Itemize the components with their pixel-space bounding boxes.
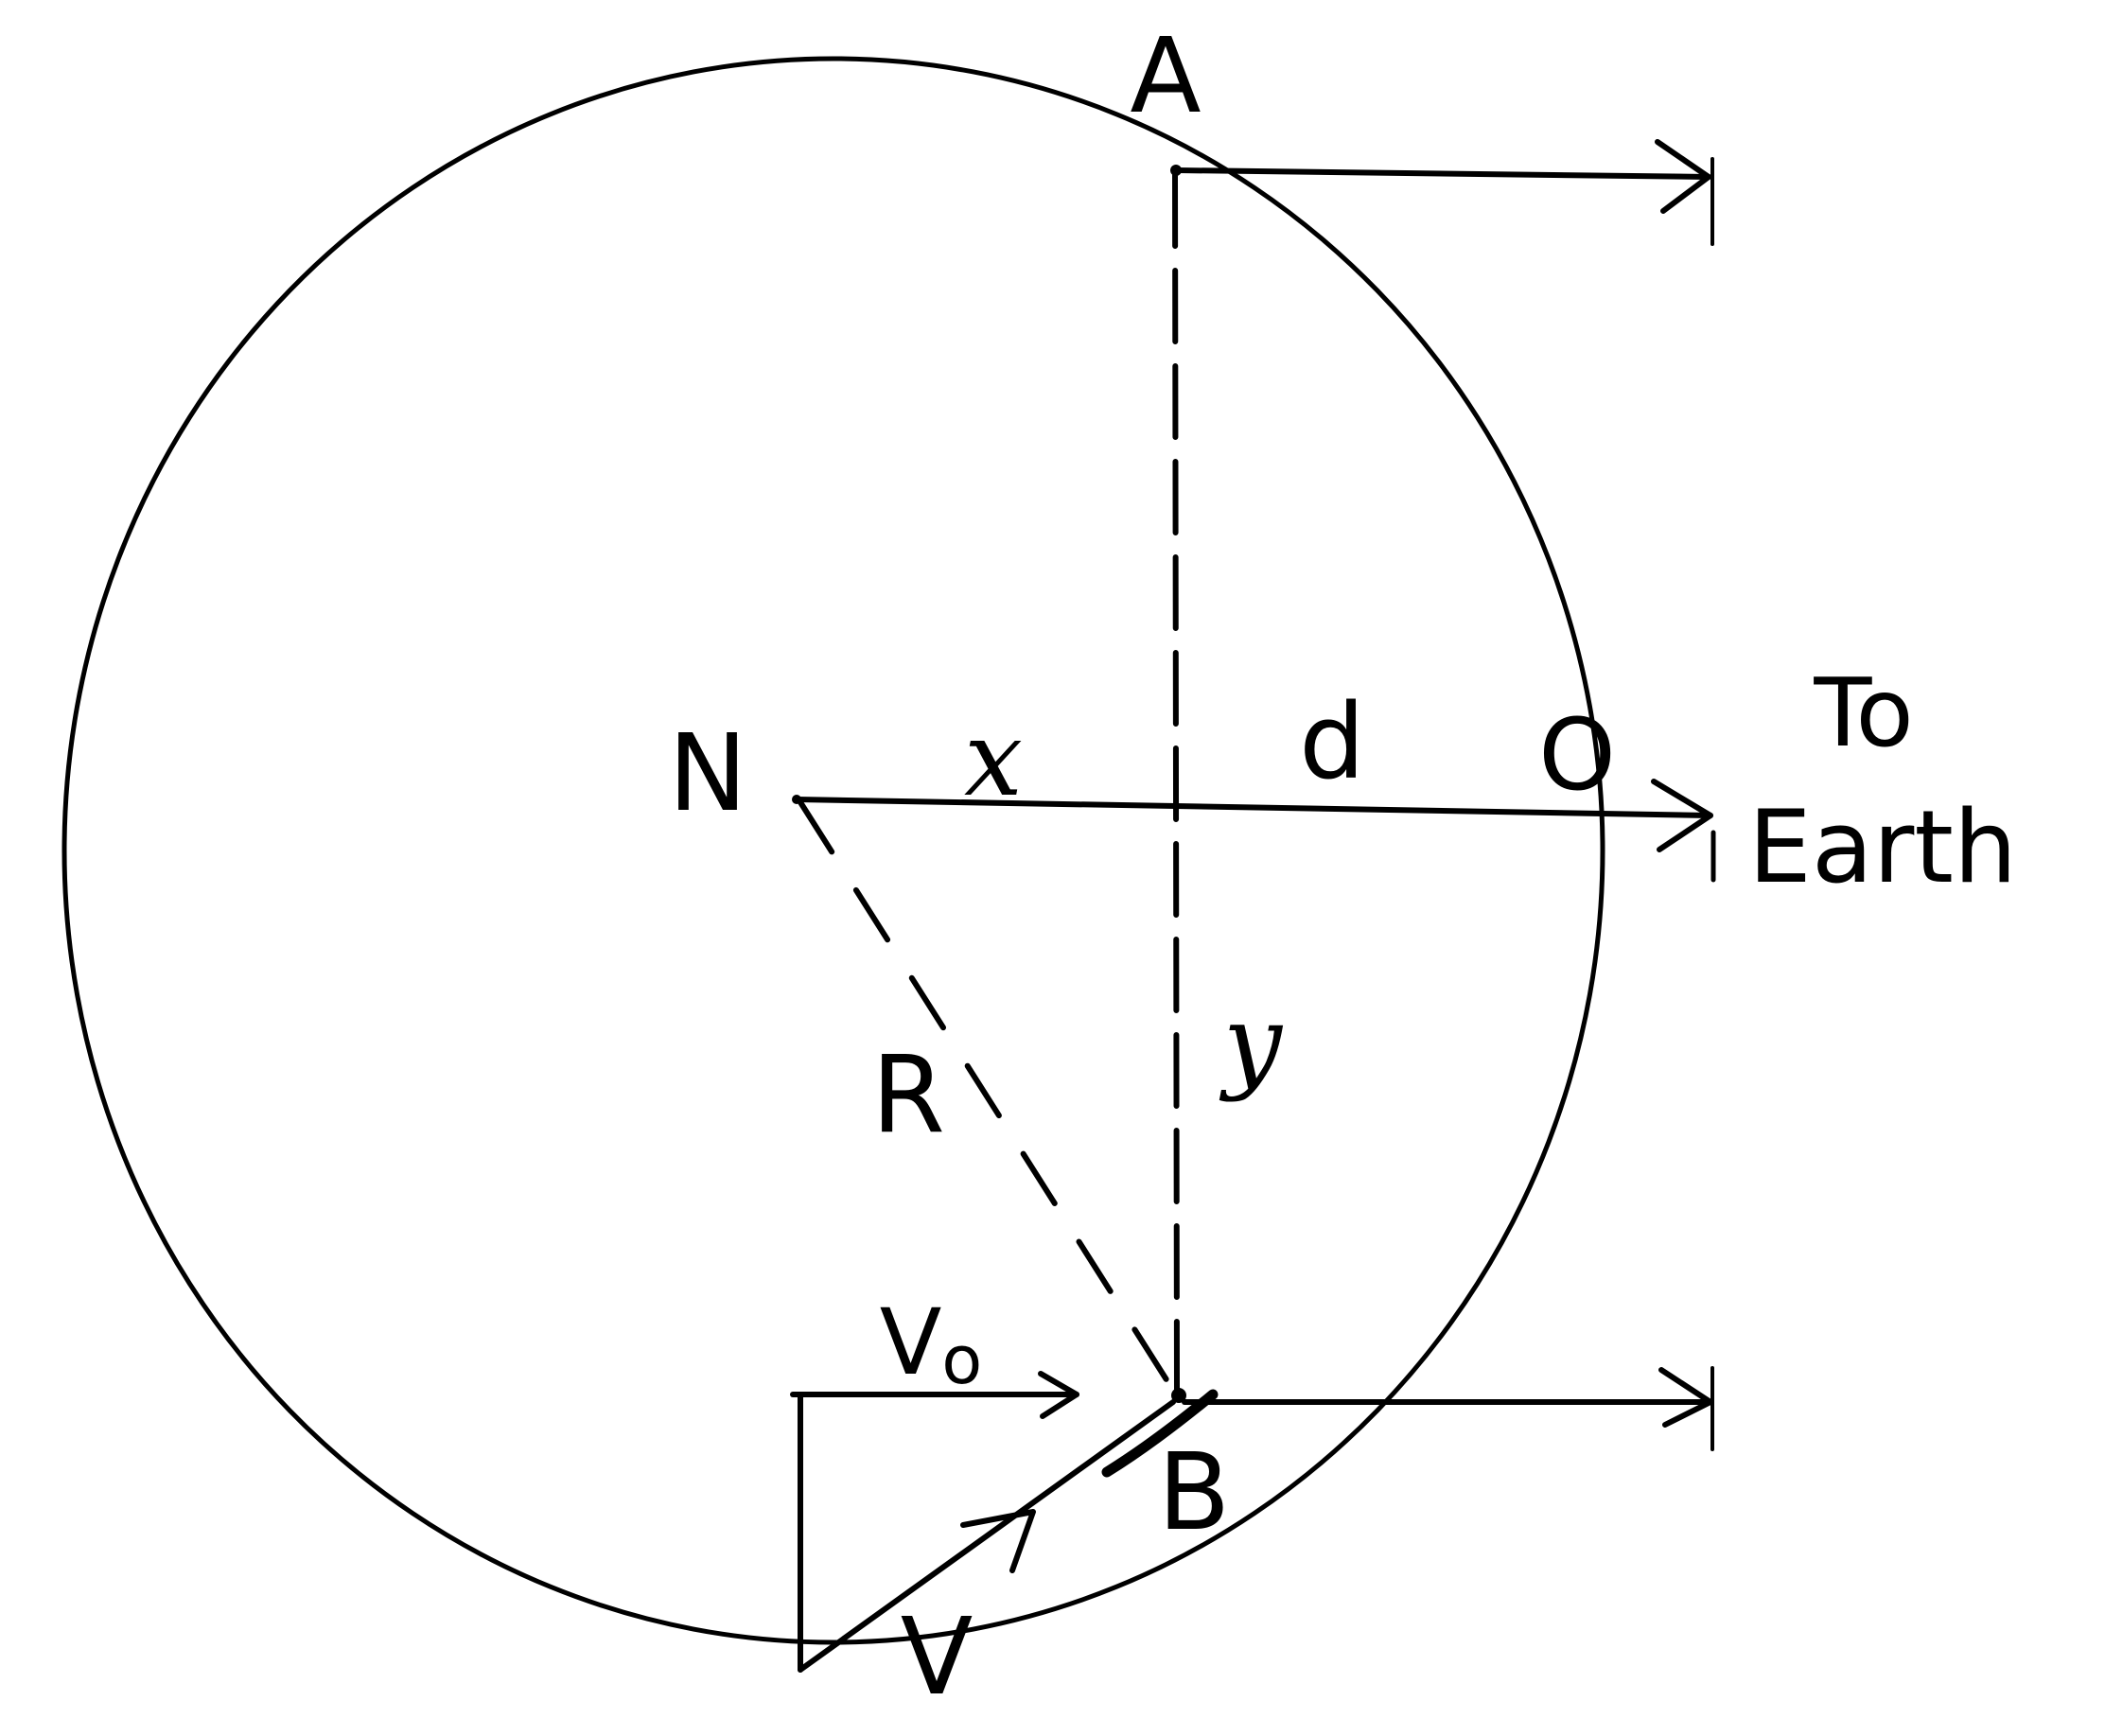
arc-near-b (1101, 1389, 1219, 1478)
velocity-v0-arrowhead (1038, 1371, 1079, 1419)
label-velocity-v0-main: V (880, 1289, 942, 1395)
label-d: d (1299, 681, 1365, 802)
label-velocity-v0-sub: o (941, 1322, 982, 1399)
label-to-earth-line1: To (1813, 658, 1913, 768)
label-point-b: B (1158, 1431, 1231, 1554)
arrowhead-ray-a (1655, 139, 1711, 214)
label-point-o: O (1538, 697, 1616, 813)
label-velocity-v0: Vo (880, 1289, 983, 1399)
chord-ab-dashed (1172, 172, 1180, 1395)
velocity-v-hypotenuse (798, 1399, 1176, 1673)
label-radius-r: R (871, 1034, 945, 1157)
velocity-v-arrowhead (960, 1509, 1036, 1573)
label-to-earth-line2: Earth (1748, 789, 2017, 905)
radius-nb-dashed (798, 799, 1170, 1384)
point-a-marker (1170, 165, 1182, 176)
line-of-sight (794, 797, 1713, 818)
label-y: y (1219, 982, 1284, 1103)
arrowhead-earth (1651, 779, 1713, 852)
point-b-marker (1171, 1388, 1186, 1403)
shell-circle (61, 56, 1605, 1645)
arrowhead-ray-b (1658, 1367, 1713, 1428)
label-point-a: A (1130, 15, 1201, 136)
label-point-n: N (668, 712, 747, 835)
point-n-marker (792, 795, 801, 804)
ray-from-a (1175, 167, 1711, 180)
label-velocity-v: V (901, 1596, 974, 1719)
label-x: x (964, 698, 1023, 819)
